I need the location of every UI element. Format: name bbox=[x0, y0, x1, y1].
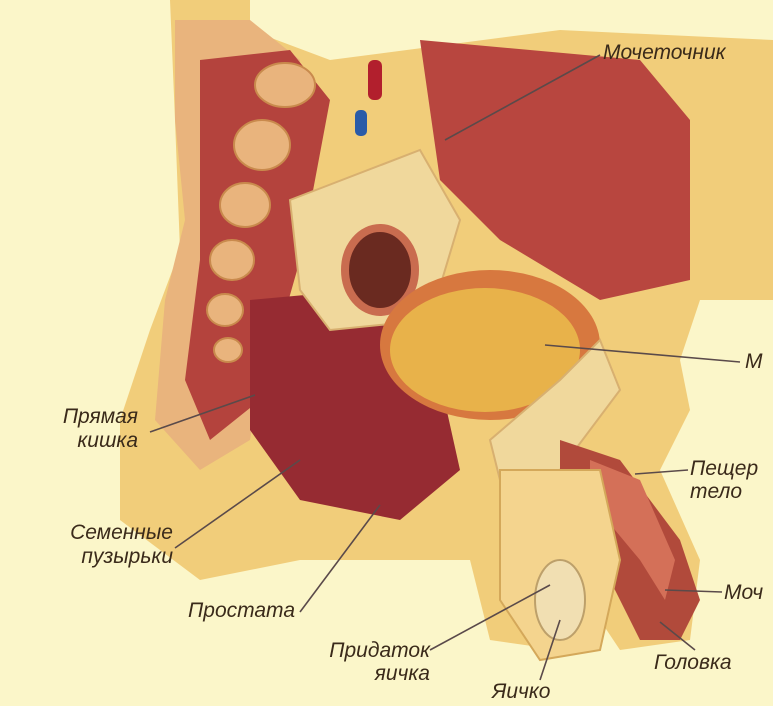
label-bladder: М bbox=[745, 351, 763, 373]
label-glans: Головка bbox=[654, 652, 732, 674]
label-vesicles-line2: пузырьки bbox=[18, 546, 173, 568]
testicle-shape bbox=[535, 560, 585, 640]
label-vesicles-line1: Семенные bbox=[18, 522, 173, 544]
label-urethra: Моч bbox=[724, 582, 763, 604]
label-epididymis-line2: яичка bbox=[290, 663, 430, 685]
label-ureter: Мочеточник bbox=[603, 42, 726, 64]
artery bbox=[368, 60, 382, 100]
label-epididymis-line1: Придаток bbox=[290, 640, 430, 662]
label-testicle: Яичко bbox=[492, 681, 550, 703]
label-rectum-line1: Прямая bbox=[18, 406, 138, 428]
vein bbox=[355, 110, 367, 136]
label-cavernous-line1: Пещер bbox=[690, 458, 758, 480]
label-cavernous-line2: тело bbox=[690, 481, 742, 503]
label-rectum-line2: кишка bbox=[18, 430, 138, 452]
label-prostate: Простата bbox=[150, 600, 295, 622]
